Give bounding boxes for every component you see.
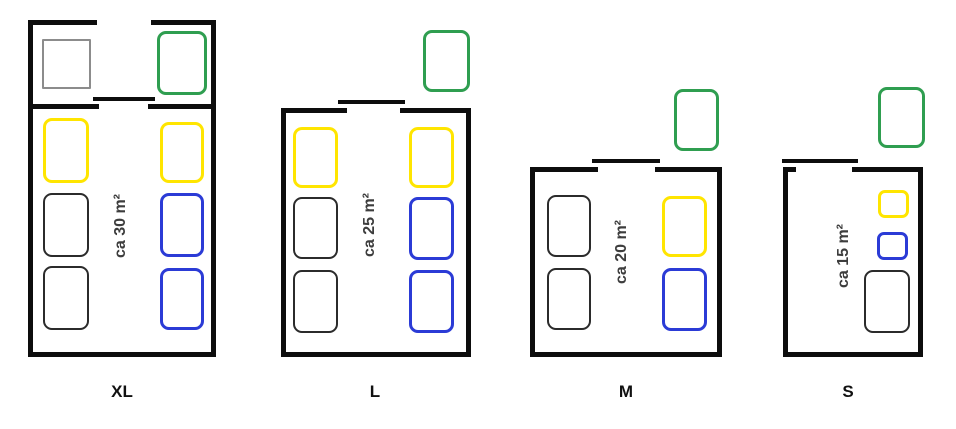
room-xl-wall-bottom: [28, 352, 216, 357]
room-m-size-label: M: [618, 382, 634, 401]
room-s-wall-right: [918, 167, 923, 357]
room-l-area-label: ca 25 m²: [361, 192, 378, 258]
room-xl-item-yellow-2: [160, 122, 204, 183]
room-s-wall-top-right: [852, 167, 923, 172]
room-xl-divider-left: [28, 104, 99, 109]
room-l-item-yellow-2: [409, 127, 454, 188]
room-m-wall-right: [717, 167, 722, 357]
room-l-item-yellow-1: [293, 127, 338, 188]
room-xl-divider-right: [148, 104, 216, 109]
room-m-wall-left: [530, 167, 535, 357]
room-m-wall-bottom: [530, 352, 722, 357]
room-xl-wall-right: [211, 20, 216, 357]
room-l-item-blue-1: [409, 197, 454, 260]
room-m-door-leaf: [592, 159, 660, 163]
room-xl-item-yellow-1: [43, 118, 89, 183]
room-s-item-black-1: [864, 270, 910, 333]
room-xl-wall-left: [28, 20, 33, 357]
room-s-wall-left: [783, 167, 788, 357]
room-xl-item-black-2: [43, 266, 89, 330]
room-l-wall-right: [466, 108, 471, 357]
room-m-item-blue-1: [662, 268, 707, 331]
room-xl-item-blue-2: [160, 268, 204, 330]
room-m-item-green-outside: [674, 89, 719, 151]
room-l-door-leaf: [338, 100, 405, 104]
room-xl-item-green: [157, 31, 207, 95]
room-xl-area-label: ca 30 m²: [112, 193, 129, 259]
room-xl-item-black-1: [43, 193, 89, 257]
room-s-door-leaf: [782, 159, 858, 163]
room-m-area-label: ca 20 m²: [613, 219, 630, 285]
room-m-wall-top-right: [655, 167, 722, 172]
room-s-wall-bottom: [783, 352, 923, 357]
room-l-item-green-outside: [423, 30, 470, 92]
room-s-item-blue-1: [877, 232, 908, 260]
room-xl-item-gray: [42, 39, 91, 89]
room-xl-wall-top-right: [151, 20, 216, 25]
room-s-item-green-outside: [878, 87, 925, 148]
room-s-wall-top-left: [783, 167, 796, 172]
room-l-wall-left: [281, 108, 286, 357]
room-xl-item-blue-1: [160, 193, 204, 257]
room-s-size-label: S: [842, 382, 854, 401]
room-l-item-black-1: [293, 197, 338, 259]
room-l-item-black-2: [293, 270, 338, 333]
room-l-size-label: L: [369, 382, 381, 401]
room-l-wall-top-right: [400, 108, 471, 113]
room-l-item-blue-2: [409, 270, 454, 333]
room-l-wall-bottom: [281, 352, 471, 357]
room-s-area-label: ca 15 m²: [835, 223, 852, 289]
room-xl-wall-top-left: [28, 20, 97, 25]
room-xl-size-label: XL: [111, 382, 133, 401]
room-m-item-black-1: [547, 195, 591, 257]
room-m-item-yellow-1: [662, 196, 707, 257]
room-m-wall-top-left: [530, 167, 598, 172]
room-xl-door-leaf: [93, 97, 155, 101]
room-m-item-black-2: [547, 268, 591, 330]
room-l-wall-top-left: [281, 108, 347, 113]
room-s-item-yellow-1: [878, 190, 909, 218]
